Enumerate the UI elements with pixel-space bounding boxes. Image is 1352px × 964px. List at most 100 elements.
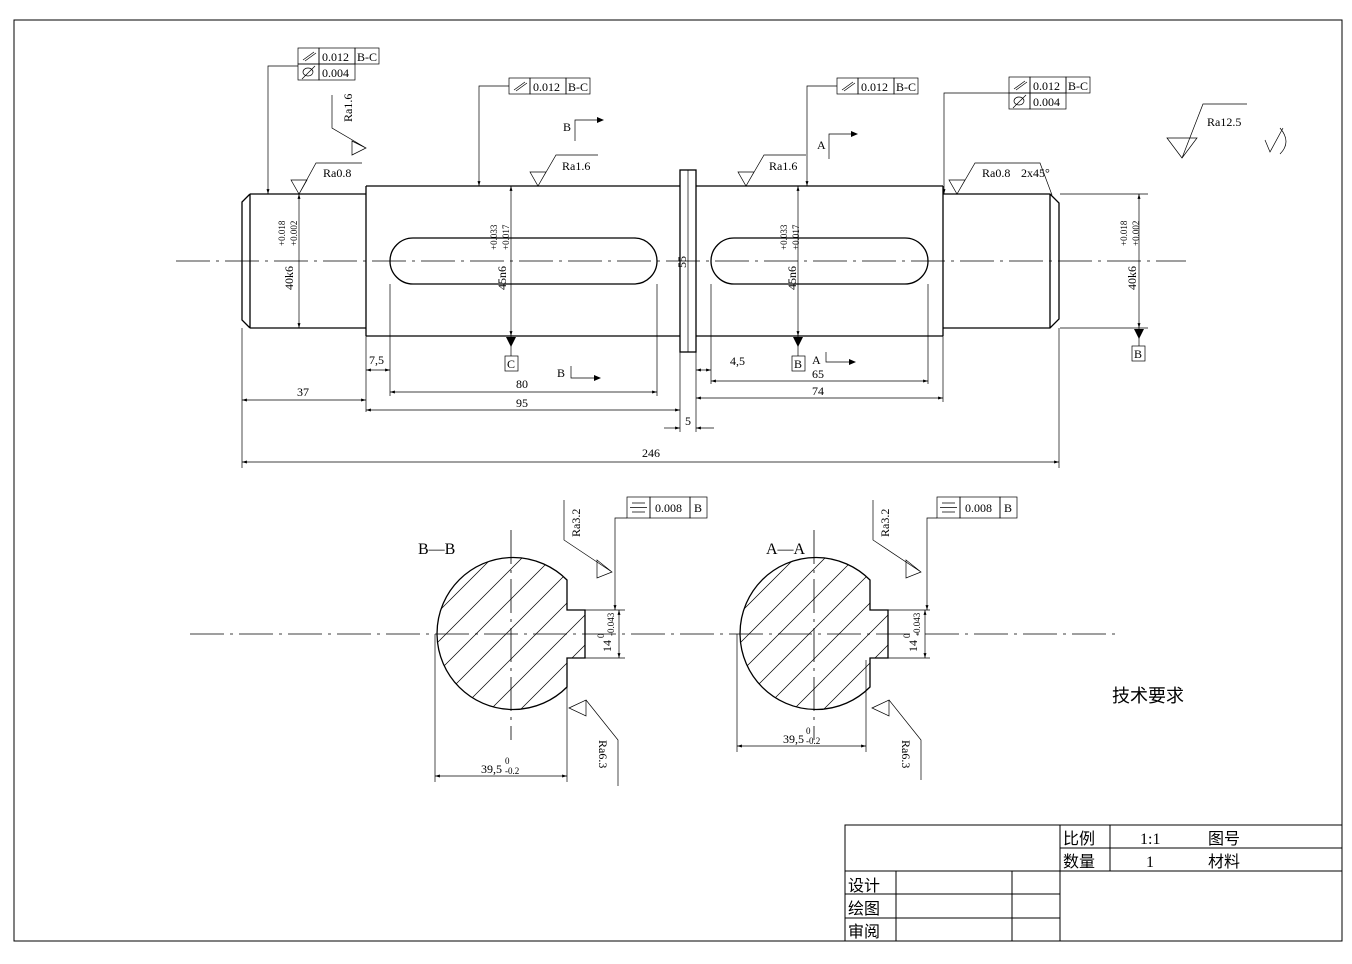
title-block: 比例 1:1 图号 数量 1 材料 设计 绘图 审阅 (844, 824, 1343, 942)
roughness-ra125-general: Ra12.5 (1166, 103, 1287, 159)
datum-c: C (504, 336, 519, 372)
svg-text:80: 80 (516, 377, 528, 391)
qty-value: 1 (1146, 854, 1154, 871)
svg-text:0.008: 0.008 (965, 501, 992, 515)
svg-text:39,5: 39,5 (783, 732, 804, 746)
svg-text:+0.017: +0.017 (501, 224, 511, 250)
roughness-ra08-left: Ra0.8 (290, 162, 362, 195)
tech-requirements-heading: 技术要求 (1112, 686, 1184, 706)
roughness-ra16-mid-left: Ra1.6 (529, 154, 598, 187)
svg-text:Ra1.6: Ra1.6 (562, 159, 590, 173)
svg-text:A: A (817, 138, 826, 152)
svg-text:C: C (507, 357, 515, 371)
svg-text:+0.017: +0.017 (791, 224, 801, 250)
svg-text:Ra3.2: Ra3.2 (878, 509, 892, 537)
svg-text:B-C: B-C (568, 80, 588, 94)
svg-text:45n6: 45n6 (785, 266, 799, 290)
right-journal (943, 193, 1060, 329)
svg-text:0.012: 0.012 (533, 80, 560, 94)
section-mark-b-bottom: B (557, 366, 601, 381)
keyway-right (710, 237, 929, 285)
svg-text:45n6: 45n6 (495, 266, 509, 290)
svg-text:+0.033: +0.033 (779, 224, 789, 250)
svg-text:Ra1.6: Ra1.6 (341, 94, 355, 122)
svg-text:B: B (794, 357, 802, 371)
gtol-mid-left: 0.012 B-C (477, 77, 591, 186)
svg-text:7,5: 7,5 (369, 353, 384, 367)
svg-text:B: B (557, 366, 565, 380)
gtol-right: 0.012 B-C 0.004 (942, 76, 1091, 194)
svg-text:-0.2: -0.2 (806, 736, 820, 746)
dim-d40-right: 40k6 (1125, 266, 1139, 290)
svg-text:Ra3.2: Ra3.2 (569, 509, 583, 537)
svg-text:+0.033: +0.033 (489, 224, 499, 250)
svg-text:Ra6.3: Ra6.3 (899, 740, 913, 768)
svg-text:0.012: 0.012 (322, 50, 349, 64)
svg-text:55: 55 (675, 256, 689, 268)
svg-text:Ra0.8: Ra0.8 (982, 166, 1010, 180)
svg-text:B: B (1004, 501, 1012, 515)
svg-text:40k6: 40k6 (282, 266, 296, 290)
svg-text:0: 0 (505, 756, 510, 766)
svg-text:37: 37 (297, 385, 309, 399)
roughness-ra16-mid-right: Ra1.6 (737, 154, 806, 187)
svg-text:Ra6.3: Ra6.3 (596, 740, 610, 768)
sheet-border (13, 19, 1343, 942)
dim-d45-left: 45n6 (495, 266, 509, 290)
datum-b-mid: B (791, 336, 806, 372)
svg-text:0: 0 (902, 633, 912, 638)
drawing-no-label: 图号 (1208, 830, 1240, 848)
svg-text:Ra12.5: Ra12.5 (1207, 115, 1241, 129)
svg-text:0: 0 (596, 633, 606, 638)
left-body (365, 185, 680, 337)
section-mark-a-top: A (817, 131, 858, 159)
svg-text:B: B (1134, 347, 1142, 361)
svg-text:4,5: 4,5 (730, 354, 745, 368)
svg-text:5: 5 (685, 414, 691, 428)
roughness-ra16-left-face: Ra1.6 (331, 94, 367, 156)
dim-collar: 55 (675, 256, 689, 268)
section-mark-b-top: B (563, 117, 604, 141)
svg-text:65: 65 (812, 367, 824, 381)
svg-text:B-C: B-C (357, 50, 377, 64)
section-aa-title: A—A (766, 541, 806, 558)
svg-text:40k6: 40k6 (1125, 266, 1139, 290)
svg-text:+0.018: +0.018 (277, 220, 287, 246)
datum-b-right: B (1131, 328, 1146, 362)
svg-text:-0.2: -0.2 (505, 766, 519, 776)
roughness-ra08-right: Ra0.8 2x45° (948, 162, 1053, 196)
svg-text:0.004: 0.004 (322, 66, 349, 80)
svg-text:0.012: 0.012 (1033, 79, 1060, 93)
dim-d40-left: 40k6 (282, 266, 296, 290)
svg-text:0.004: 0.004 (1033, 95, 1060, 109)
svg-text:B-C: B-C (896, 80, 916, 94)
scale-value: 1:1 (1140, 831, 1160, 848)
right-body (696, 185, 944, 337)
qty-label: 数量 (1063, 853, 1095, 871)
keyway-left (389, 237, 658, 285)
chamfer-label: 2x45° (1021, 166, 1050, 180)
svg-text:+0.002: +0.002 (1131, 221, 1141, 246)
dim-d45-right: 45n6 (785, 266, 799, 290)
svg-text:39,5: 39,5 (481, 762, 502, 776)
svg-text:95: 95 (516, 396, 528, 410)
section-mark-a-bottom: A (812, 352, 856, 367)
draw-label: 绘图 (848, 900, 880, 918)
svg-text:14: 14 (906, 640, 920, 652)
svg-text:B-C: B-C (1068, 79, 1088, 93)
svg-text:-0.043: -0.043 (912, 612, 922, 636)
section-bb: B—B 14 0 -0.043 39,5 0 -0.2 (418, 496, 708, 786)
scale-label: 比例 (1063, 830, 1095, 848)
section-bb-title: B—B (418, 541, 455, 558)
svg-text:+0.018: +0.018 (1119, 220, 1129, 246)
svg-text:0.012: 0.012 (861, 80, 888, 94)
svg-text:0: 0 (806, 726, 811, 736)
length-dimensions: 37 7,5 80 95 5 4,5 65 74 246 (241, 284, 1060, 468)
svg-text:14: 14 (600, 640, 614, 652)
gtol-mid-right: 0.012 B-C (805, 77, 919, 186)
gtol-left: 0.012 B-C 0.004 (266, 47, 380, 194)
svg-text:B: B (694, 501, 702, 515)
svg-text:0.008: 0.008 (655, 501, 682, 515)
svg-text:Ra0.8: Ra0.8 (323, 166, 351, 180)
